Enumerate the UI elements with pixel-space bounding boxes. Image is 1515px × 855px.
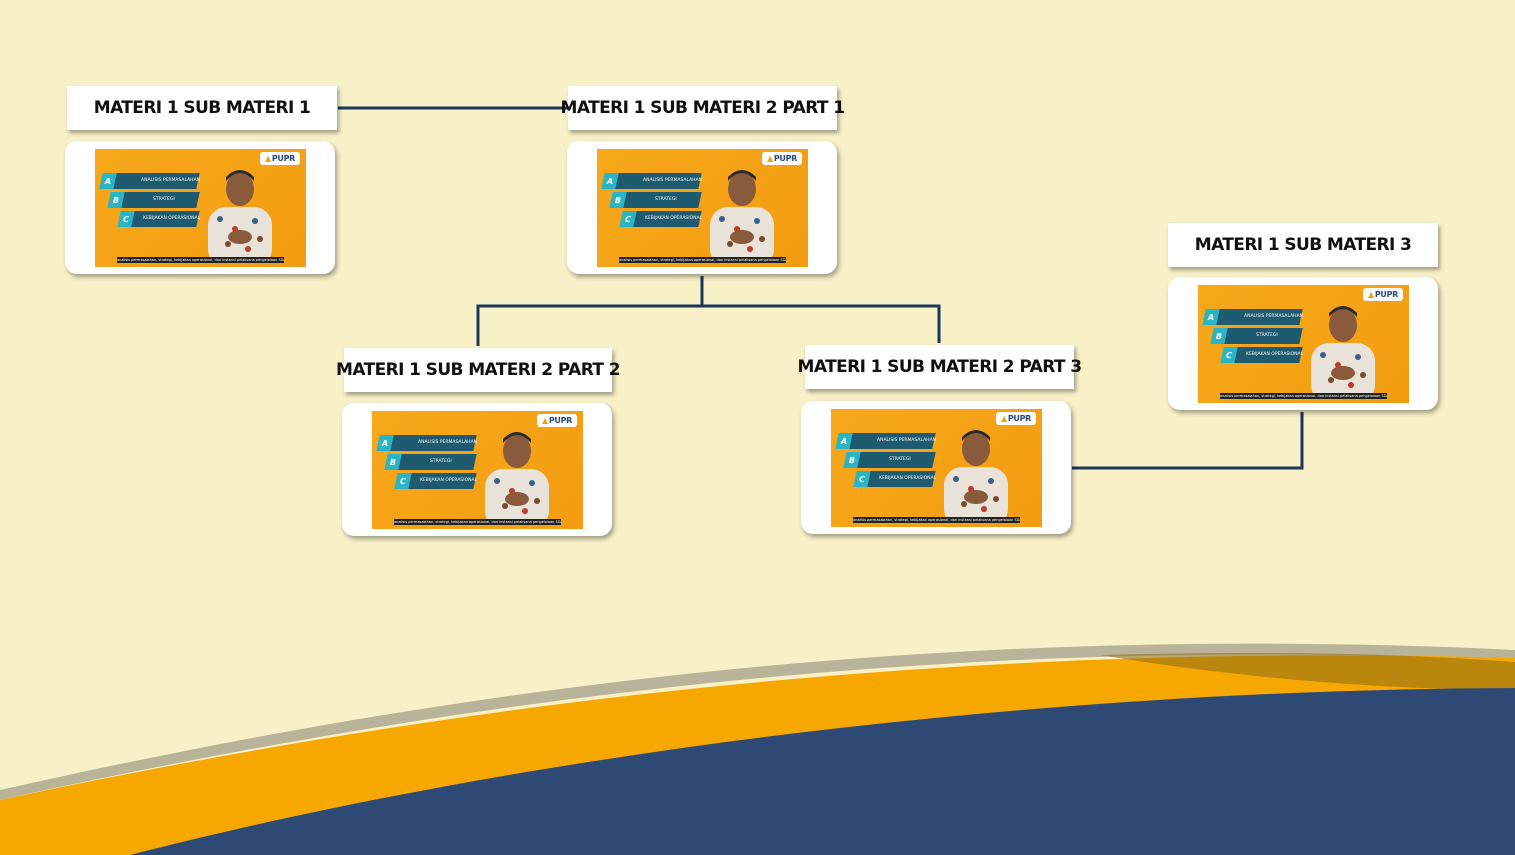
- connector-node2-node4: [702, 304, 941, 343]
- presenter-figure: [710, 170, 774, 259]
- presenter-figure: [944, 430, 1008, 519]
- list-text: ANALISIS PERMASALAHAN: [1244, 314, 1304, 319]
- video-frame: ▲PUPR A ANALISIS PERMASALAHAN B STRATEGI…: [1198, 285, 1409, 403]
- wave-dark-orange: [1100, 652, 1515, 690]
- list-text: STRATEGI: [1256, 333, 1278, 338]
- list-text: ANALISIS PERMASALAHAN: [418, 440, 478, 445]
- node-title-sub-materi-2-part-3[interactable]: MATERI 1 SUB MATERI 2 PART 3: [798, 345, 1082, 389]
- video-caption: analisis permasalahan, strategi, kebijak…: [394, 519, 561, 525]
- wave-grey-highlight: [0, 643, 1515, 800]
- list-text: ANALISIS PERMASALAHAN: [141, 178, 201, 183]
- presenter-figure: [485, 432, 549, 521]
- video-thumbnail-sub-materi-3[interactable]: ▲PUPR A ANALISIS PERMASALAHAN B STRATEGI…: [1168, 277, 1438, 410]
- pupr-logo: ▲PUPR: [537, 414, 577, 427]
- video-frame: ▲PUPR A ANALISIS PERMASALAHAN B STRATEGI…: [597, 149, 808, 267]
- video-thumbnail-sub-materi-1[interactable]: ▲PUPR A ANALISIS PERMASALAHAN B STRATEGI…: [65, 141, 335, 274]
- list-text: KEBIJAKAN OPERASIONAL: [143, 216, 201, 221]
- presenter-figure: [1311, 306, 1375, 395]
- pupr-logo: ▲PUPR: [260, 152, 300, 165]
- list-text: KEBIJAKAN OPERASIONAL: [645, 216, 703, 221]
- wave-navy: [130, 688, 1515, 855]
- video-caption: analisis permasalahan, strategi, kebijak…: [117, 257, 284, 263]
- node-title-sub-materi-1[interactable]: MATERI 1 SUB MATERI 1: [67, 86, 337, 130]
- video-caption: analisis permasalahan, strategi, kebijak…: [853, 517, 1020, 523]
- pupr-logo: ▲PUPR: [996, 412, 1036, 425]
- video-thumbnail-sub-materi-2-part-1[interactable]: ▲PUPR A ANALISIS PERMASALAHAN B STRATEGI…: [567, 141, 837, 274]
- node-title-sub-materi-2-part-1[interactable]: MATERI 1 SUB MATERI 2 PART 1: [561, 86, 845, 130]
- video-thumbnail-sub-materi-2-part-3[interactable]: ▲PUPR A ANALISIS PERMASALAHAN B STRATEGI…: [801, 401, 1071, 534]
- video-caption: analisis permasalahan, strategi, kebijak…: [1220, 393, 1387, 399]
- video-frame: ▲PUPR A ANALISIS PERMASALAHAN B STRATEGI…: [372, 411, 583, 529]
- list-text: STRATEGI: [655, 197, 677, 202]
- pupr-logo: ▲PUPR: [762, 152, 802, 165]
- node-title-sub-materi-2-part-2[interactable]: MATERI 1 SUB MATERI 2 PART 2: [336, 348, 621, 392]
- video-frame: ▲PUPR A ANALISIS PERMASALAHAN B STRATEGI…: [95, 149, 306, 267]
- node-title-sub-materi-3[interactable]: MATERI 1 SUB MATERI 3: [1168, 223, 1438, 267]
- list-text: ANALISIS PERMASALAHAN: [877, 438, 937, 443]
- list-text: KEBIJAKAN OPERASIONAL: [879, 476, 937, 481]
- presenter-figure: [208, 170, 272, 259]
- video-thumbnail-sub-materi-2-part-2[interactable]: ▲PUPR A ANALISIS PERMASALAHAN B STRATEGI…: [342, 403, 612, 536]
- connector-node2-node3-node4: [476, 276, 704, 346]
- pupr-logo: ▲PUPR: [1363, 288, 1403, 301]
- list-text: KEBIJAKAN OPERASIONAL: [1246, 352, 1304, 357]
- list-text: STRATEGI: [153, 197, 175, 202]
- list-text: STRATEGI: [430, 459, 452, 464]
- video-frame: ▲PUPR A ANALISIS PERMASALAHAN B STRATEGI…: [831, 409, 1042, 527]
- video-caption: analisis permasalahan, strategi, kebijak…: [619, 257, 786, 263]
- list-text: ANALISIS PERMASALAHAN: [643, 178, 703, 183]
- list-text: KEBIJAKAN OPERASIONAL: [420, 478, 478, 483]
- connector-node4-node5: [1072, 412, 1304, 470]
- list-text: STRATEGI: [889, 457, 911, 462]
